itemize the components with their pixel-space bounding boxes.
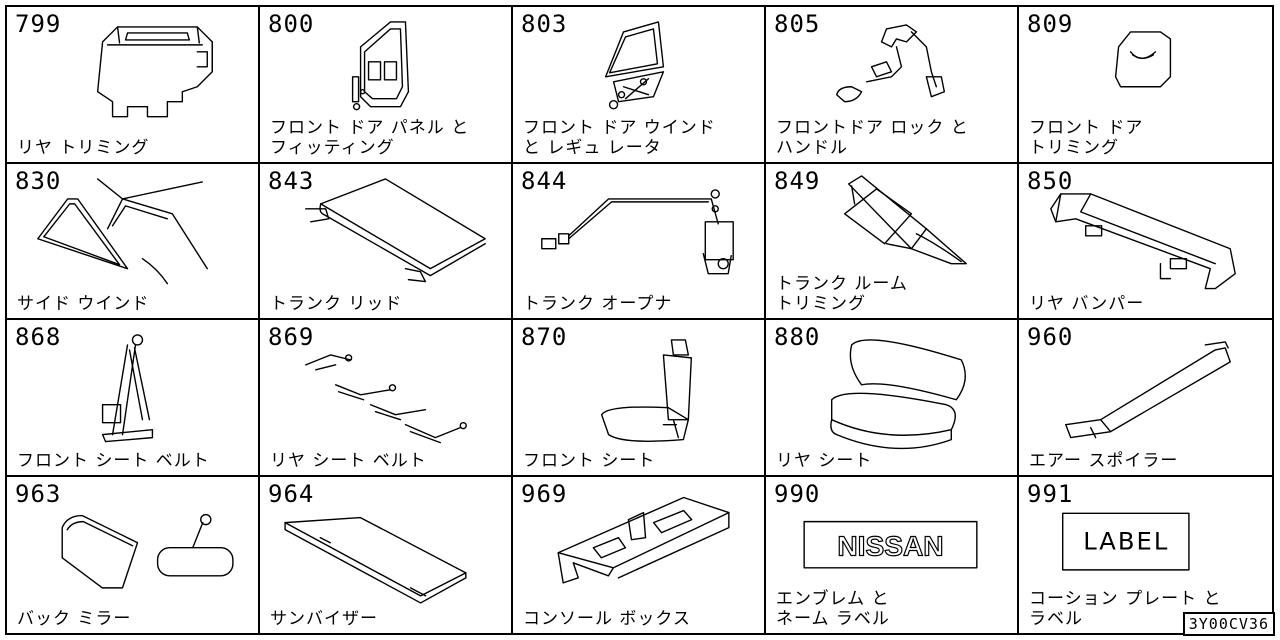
part-label: サンバイザー	[270, 609, 378, 629]
part-number: 809	[1027, 10, 1074, 38]
part-number: 990	[774, 479, 821, 508]
part-label: コーション プレート と ラベル	[1029, 589, 1222, 629]
part-number: 869	[268, 323, 315, 351]
part-label: エアー スポイラー	[1029, 450, 1179, 471]
front-seat-belt-illustration	[101, 334, 154, 443]
trunk-room-trimming-illustration	[843, 174, 967, 264]
part-number: 799	[15, 10, 62, 38]
part-number: 844	[521, 166, 568, 195]
part-number: 991	[1027, 479, 1074, 508]
category-cell-799[interactable]: 799 リヤ トリミング	[7, 7, 260, 164]
category-cell-843[interactable]: 843 トランク リッド	[260, 163, 513, 320]
part-label: フロント ドア パネル と フィッティング	[270, 117, 470, 158]
category-cell-870[interactable]: 870 フロント シート	[513, 320, 766, 477]
rear-trimming-illustration	[96, 26, 213, 118]
air-spoiler-illustration	[1065, 341, 1231, 439]
part-label: エンブレム と ネーム ラベル	[776, 589, 890, 629]
part-label: フロントドア ロック と ハンドル	[776, 117, 969, 158]
part-label: リヤ シート	[776, 450, 873, 471]
part-label: リヤ バンパー	[1029, 294, 1145, 314]
category-cell-830[interactable]: 830 サイド ウインド	[7, 163, 260, 320]
category-cell-805[interactable]: 805 フロントドア ロック と ハンドル	[766, 7, 1019, 164]
part-number: 805	[774, 10, 821, 38]
part-label: バック ミラー	[17, 609, 132, 629]
part-number: 868	[15, 323, 62, 351]
part-label: トランク ルーム トリミング	[776, 274, 908, 314]
part-label: トランク オープナ	[523, 294, 673, 314]
category-cell-803[interactable]: 803 フロント ドア ウインド と レギュ レータ	[513, 7, 766, 164]
part-number: 800	[268, 10, 315, 38]
parts-category-grid: 799 リヤ トリミング 800 フロント ドア パネル と フィッティング 8…	[5, 5, 1274, 635]
part-number: 969	[521, 479, 568, 508]
part-label: フロント ドア トリミング	[1029, 117, 1144, 158]
part-number: 880	[774, 323, 821, 351]
category-cell-991[interactable]: LABEL 991 コーション プレート と ラベル	[1019, 477, 1272, 634]
side-window-illustration	[37, 177, 208, 284]
part-label: フロント ドア ウインド と レギュ レータ	[523, 117, 716, 158]
emblem-illustration: NISSAN	[803, 520, 978, 569]
door-lock-handle-illustration	[835, 24, 946, 103]
category-cell-963[interactable]: 963 バック ミラー	[7, 476, 260, 633]
part-number: 849	[774, 166, 821, 195]
part-label: リヤ シート ベルト	[270, 450, 427, 471]
category-cell-849[interactable]: 849 トランク ルーム トリミング	[766, 163, 1019, 320]
part-number: 830	[15, 166, 62, 195]
part-label: フロント シート	[523, 450, 656, 471]
part-label: コンソール ボックス	[523, 609, 691, 629]
category-cell-964[interactable]: 964 サンバイザー	[260, 476, 513, 633]
part-number: 964	[268, 479, 315, 508]
rear-seat-belt-illustration	[305, 354, 467, 444]
category-cell-969[interactable]: 969 コンソール ボックス	[513, 476, 766, 633]
trunk-opener-illustration	[541, 188, 734, 274]
rear-bumper-illustration	[1050, 192, 1236, 289]
front-seat-illustration	[600, 339, 693, 442]
part-number: 963	[15, 479, 62, 508]
emblem-text: NISSAN	[837, 530, 943, 561]
category-cell-880[interactable]: 880 リヤ シート	[766, 320, 1019, 477]
category-cell-990[interactable]: NISSAN 990 エンブレム と ネーム ラベル	[766, 476, 1019, 633]
category-cell-800[interactable]: 800 フロント ドア パネル と フィッティング	[260, 7, 513, 164]
part-number: 960	[1027, 323, 1074, 351]
rear-seat-illustration	[830, 339, 966, 450]
caution-plate-illustration: LABEL	[1061, 512, 1190, 571]
part-label: フロント シート ベルト	[17, 450, 210, 471]
console-box-illustration	[557, 496, 730, 584]
part-number: 850	[1027, 166, 1074, 195]
part-number: 870	[521, 323, 568, 351]
door-trimming-illustration	[1114, 31, 1172, 88]
rear-view-mirror-illustration	[61, 513, 234, 589]
part-label: リヤ トリミング	[17, 137, 150, 158]
category-cell-844[interactable]: 844 トランク オープナ	[513, 163, 766, 320]
sunvisor-illustration	[284, 516, 467, 604]
front-door-panel-illustration	[351, 21, 410, 111]
label-plate-text: LABEL	[1083, 527, 1169, 555]
category-cell-850[interactable]: 850 リヤ バンパー	[1019, 164, 1272, 320]
part-label: サイド ウインド	[17, 294, 150, 314]
category-cell-809[interactable]: 809 フロント ドア トリミング	[1019, 7, 1272, 164]
diagram-code: 3Y00CV36	[1182, 612, 1275, 636]
door-window-regulator-illustration	[604, 21, 665, 110]
category-cell-868[interactable]: 868 フロント シート ベルト	[7, 320, 260, 477]
part-number: 803	[521, 10, 568, 38]
trunk-lid-illustration	[305, 177, 486, 282]
category-cell-869[interactable]: 869 リヤ シート ベルト	[260, 320, 513, 477]
part-number: 843	[268, 166, 315, 195]
part-label: トランク リッド	[270, 294, 403, 314]
category-cell-960[interactable]: 960 エアー スポイラー	[1019, 320, 1272, 477]
